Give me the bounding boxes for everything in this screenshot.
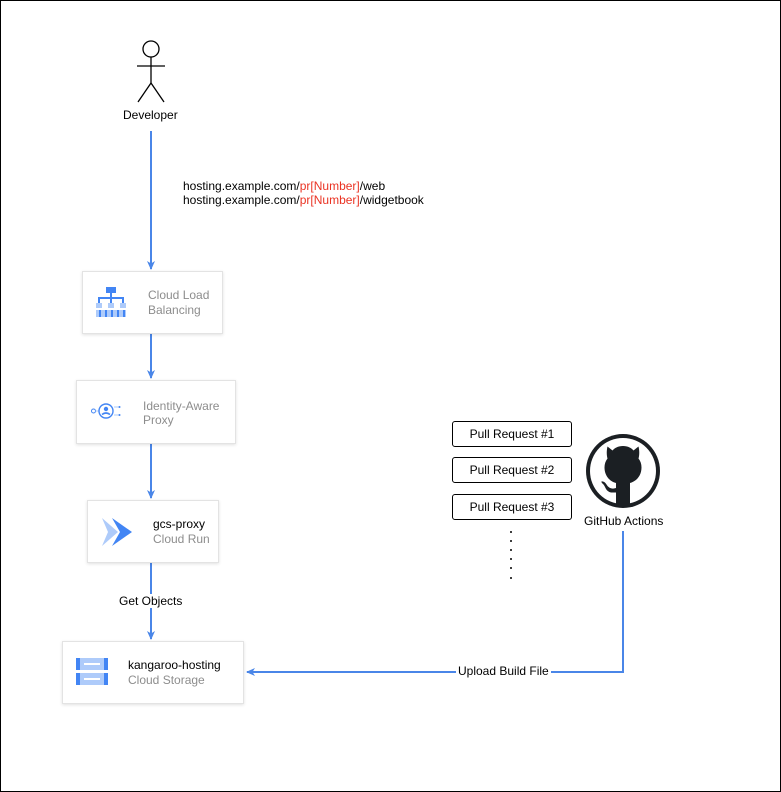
url-prefix: hosting.example.com/: [183, 179, 300, 193]
node-label-line2: Balancing: [148, 303, 201, 317]
url-pr: pr: [299, 179, 311, 193]
ellipsis-dot: [510, 540, 512, 542]
url-pr: pr: [299, 193, 311, 207]
pull-request-box-1[interactable]: Pull Request #1: [452, 421, 572, 447]
cloud-storage-icon: [76, 658, 108, 685]
url-number: [Number]: [310, 193, 360, 207]
node-label-line1: Identity-Aware: [143, 399, 220, 413]
url-line-widgetbook: hosting.example.com/pr[Number]/widgetboo…: [183, 193, 424, 207]
url-number: [Number]: [310, 179, 360, 193]
node-subtitle: Cloud Storage: [128, 673, 205, 687]
ellipsis-dot: [510, 549, 512, 551]
ellipsis-dot: [510, 531, 512, 533]
edge-label-upload-build-file: Upload Build File: [456, 664, 551, 678]
github-octocat-icon[interactable]: [585, 433, 661, 509]
url-suffix: /widgetbook: [359, 193, 424, 207]
node-subtitle: Cloud Run: [153, 532, 210, 546]
github-actions-label: GitHub Actions: [584, 514, 664, 528]
ellipsis-dot: [510, 567, 512, 569]
node-cloud-storage[interactable]: kangaroo-hosting Cloud Storage: [62, 641, 244, 704]
node-title: gcs-proxy: [153, 517, 206, 531]
node-gcs-proxy[interactable]: gcs-proxy Cloud Run: [87, 500, 219, 563]
edge-label-get-objects: Get Objects: [117, 594, 185, 608]
cloud-run-icon: [102, 518, 132, 546]
developer-actor-icon: [137, 40, 165, 103]
url-suffix: /web: [359, 179, 386, 193]
cloud-load-balancing-icon: [96, 287, 126, 317]
developer-label: Developer: [123, 108, 178, 122]
node-label-line1: Cloud Load: [148, 288, 210, 302]
node-label-line2: Proxy: [143, 413, 174, 427]
identity-aware-proxy-icon: [91, 403, 121, 419]
ellipsis-dot: [510, 577, 512, 579]
pull-request-box-2[interactable]: Pull Request #2: [452, 457, 572, 483]
pull-request-box-3[interactable]: Pull Request #3: [452, 494, 572, 520]
node-title: kangaroo-hosting: [128, 658, 221, 672]
url-line-web: hosting.example.com/pr[Number]/web: [183, 179, 385, 193]
url-prefix: hosting.example.com/: [183, 193, 300, 207]
node-identity-aware-proxy[interactable]: Identity-Aware Proxy: [76, 380, 236, 444]
ellipsis-dot: [510, 558, 512, 560]
edge-github-to-storage: [246, 531, 624, 676]
node-cloud-load-balancing[interactable]: Cloud Load Balancing: [82, 271, 223, 334]
